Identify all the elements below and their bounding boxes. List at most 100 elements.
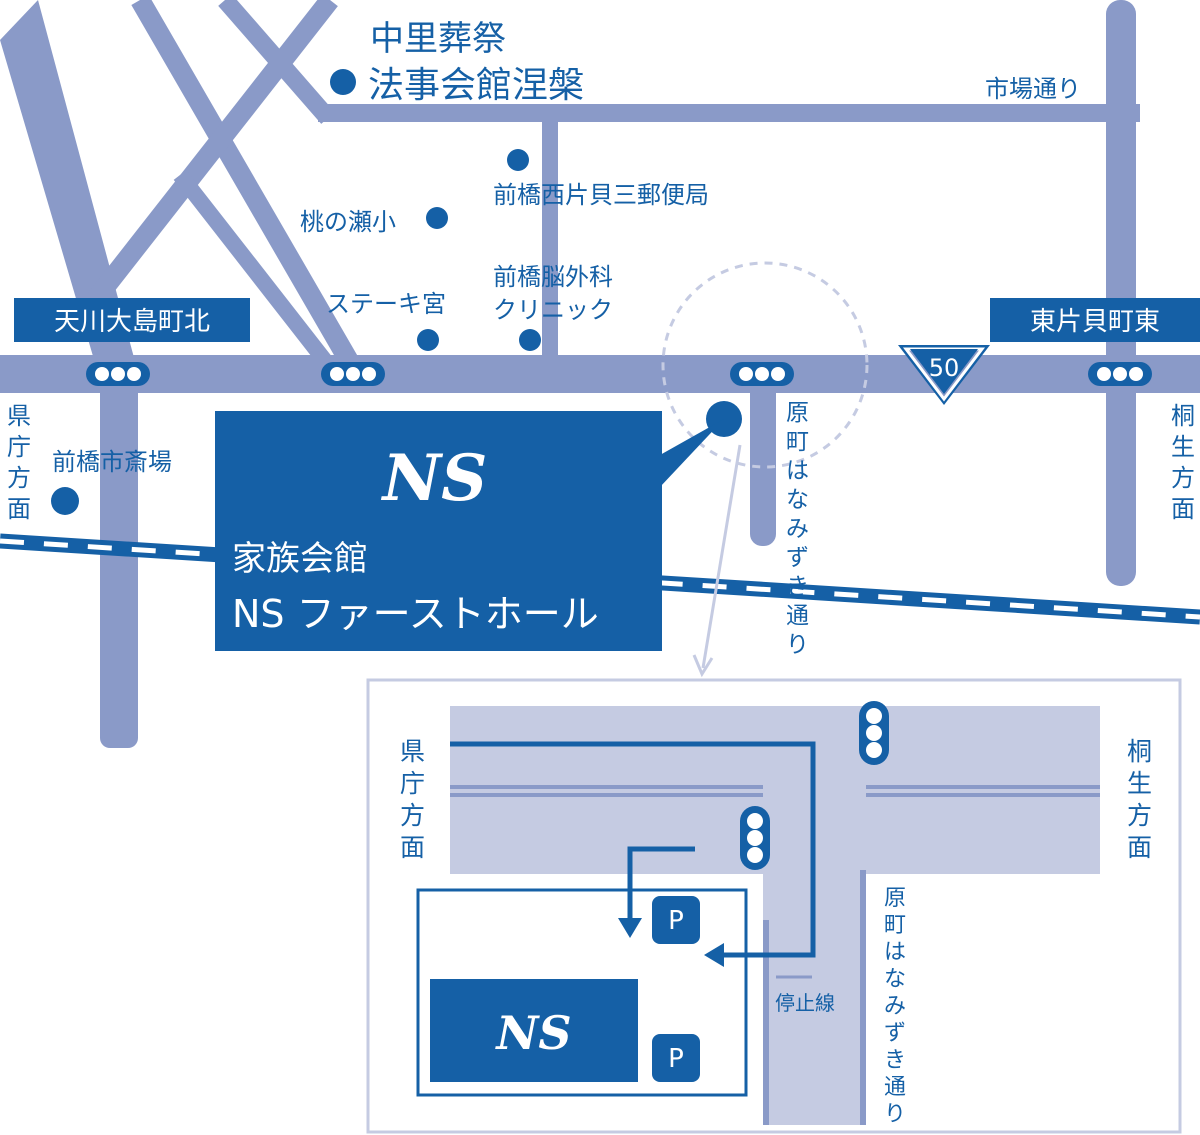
parking-label: P bbox=[668, 906, 684, 936]
steak-label: ステーキ宮 bbox=[326, 290, 446, 318]
direction-char: 方 bbox=[1127, 801, 1152, 830]
direction-char: 方 bbox=[400, 801, 425, 830]
arrow-head-left-icon bbox=[704, 943, 724, 967]
road-char: き bbox=[786, 574, 809, 600]
stop-line-label: 停止線 bbox=[775, 991, 835, 1015]
inset-venue-building bbox=[430, 979, 638, 1082]
direction-char: 県 bbox=[7, 402, 31, 430]
venue-box bbox=[215, 411, 662, 651]
inset-road-label: 原 町 は な み ず き 通 り bbox=[884, 886, 906, 1127]
route-number: 50 bbox=[929, 354, 960, 382]
landmark-dot-icon bbox=[51, 487, 79, 515]
venue-logo: NS bbox=[381, 441, 488, 516]
inset-venue-logo: NS bbox=[494, 1006, 571, 1060]
intersection-east-label: 東片貝町東 bbox=[1030, 307, 1160, 337]
traffic-signals bbox=[86, 362, 1152, 386]
traffic-signal-icon bbox=[86, 362, 150, 386]
middle-vertical-road bbox=[542, 110, 558, 370]
inset-direction-left: 県 庁 方 面 bbox=[400, 737, 425, 862]
venue-name-line2: NS ファーストホール bbox=[232, 592, 599, 636]
traffic-signal-icon bbox=[859, 701, 889, 765]
post-office-label: 前橋西片貝三郵便局 bbox=[493, 181, 709, 209]
landmark-dot-icon bbox=[330, 69, 356, 95]
landmark-dot-icon bbox=[519, 329, 541, 351]
direction-char: 面 bbox=[1171, 495, 1195, 523]
clinic-label-line1: 前橋脳外科 bbox=[493, 263, 613, 291]
intersection-west-label: 天川大島町北 bbox=[54, 307, 210, 337]
parking-icon: P bbox=[652, 1034, 700, 1082]
direction-char: 面 bbox=[1127, 833, 1152, 862]
road-char: 通 bbox=[884, 1075, 906, 1100]
traffic-signal-icon bbox=[1088, 362, 1152, 386]
route-arrow-main bbox=[450, 741, 816, 958]
road-char: り bbox=[786, 632, 809, 658]
direction-char: 面 bbox=[7, 495, 31, 523]
funeral-hall-line2: 法事会館涅槃 bbox=[368, 65, 584, 106]
school-label: 桃の瀬小 bbox=[300, 208, 396, 236]
traffic-signal-icon bbox=[730, 362, 794, 386]
landmark-dot-icon bbox=[426, 207, 448, 229]
direction-left-main: 県 庁 方 面 bbox=[7, 402, 31, 523]
direction-char: 桐 bbox=[1127, 737, 1152, 766]
road-char: み bbox=[786, 516, 809, 542]
road-char: は bbox=[786, 458, 809, 484]
diagonal-road-c bbox=[218, 0, 335, 124]
direction-char: 生 bbox=[1127, 769, 1152, 798]
inset-pointer-line bbox=[701, 444, 742, 669]
direction-char: 生 bbox=[1171, 433, 1195, 461]
ichiba-road bbox=[318, 104, 1140, 122]
venue-callout: NS 家族会館 NS ファーストホール bbox=[215, 411, 724, 651]
inset-direction-right: 桐 生 方 面 bbox=[1127, 737, 1152, 862]
road-char: ず bbox=[786, 545, 809, 571]
haramachi-label-main: 原 町 は な み ず き 通 り bbox=[786, 400, 809, 658]
route-arrows bbox=[450, 741, 816, 967]
haramachi-road bbox=[750, 370, 776, 546]
direction-char: 桐 bbox=[1171, 402, 1195, 430]
direction-right-main: 桐 生 方 面 bbox=[1171, 402, 1195, 523]
crematorium-label: 前橋市斎場 bbox=[52, 448, 172, 476]
road-char: 町 bbox=[786, 429, 809, 455]
funeral-hall-line1: 中里葬祭 bbox=[370, 19, 506, 59]
direction-char: 県 bbox=[400, 737, 425, 766]
diagonal-road-a bbox=[131, 0, 369, 386]
callout-pointer bbox=[660, 419, 724, 487]
route-shield-icon: 50 bbox=[898, 345, 990, 405]
road-char: 通 bbox=[786, 603, 809, 629]
main-road bbox=[0, 355, 1200, 393]
direction-char: 庁 bbox=[400, 769, 425, 798]
route-arrow-entry bbox=[627, 846, 695, 922]
road-char: 町 bbox=[884, 913, 906, 938]
direction-char: 面 bbox=[400, 833, 425, 862]
diagonal-road-d bbox=[173, 170, 347, 385]
road-char: 原 bbox=[786, 400, 809, 426]
road-char: な bbox=[786, 487, 809, 513]
road-char: ず bbox=[884, 1021, 906, 1046]
parking-icon: P bbox=[652, 896, 700, 944]
landmark-dot-icon bbox=[507, 149, 529, 171]
inset-map: 停止線 NS P P 県 bbox=[366, 678, 1182, 1134]
intersection-west: 天川大島町北 bbox=[14, 298, 250, 342]
venue-name-line1: 家族会館 bbox=[232, 539, 368, 579]
road-char: き bbox=[884, 1048, 906, 1073]
ichiba-road-label: 市場通り bbox=[985, 75, 1081, 103]
direction-char: 方 bbox=[1171, 464, 1195, 492]
road-char: 原 bbox=[884, 886, 906, 911]
east-vertical-road bbox=[1106, 0, 1136, 586]
arrow-head-down-icon bbox=[618, 918, 642, 938]
diagonal-road-b bbox=[87, 0, 338, 307]
parking-label: P bbox=[668, 1044, 684, 1074]
road-char: み bbox=[884, 994, 906, 1019]
direction-char: 方 bbox=[7, 464, 31, 492]
landmark-dot-icon bbox=[417, 329, 439, 351]
road-char: り bbox=[884, 1102, 906, 1127]
clinic-label-line2: クリニック bbox=[493, 296, 613, 324]
traffic-signal-icon bbox=[321, 362, 385, 386]
direction-char: 庁 bbox=[7, 433, 31, 461]
intersection-east: 東片貝町東 bbox=[990, 298, 1200, 342]
inset-pointer-arrowhead bbox=[692, 654, 714, 678]
traffic-signal-icon bbox=[740, 806, 770, 870]
venue-highlight-circle bbox=[661, 261, 869, 469]
road-char: は bbox=[884, 940, 906, 965]
